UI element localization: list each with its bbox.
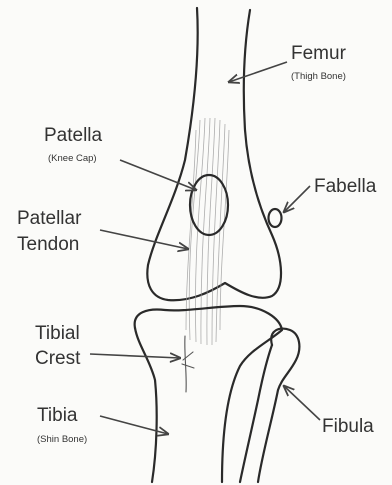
label-tibia-sub: (Shin Bone): [37, 434, 87, 445]
label-tibia: Tibia: [37, 405, 78, 426]
label-femur: Femur: [291, 43, 347, 64]
label-patella: Patella: [44, 125, 103, 146]
arrow-tibia: [100, 416, 168, 434]
label-femur-sub: (Thigh Bone): [291, 71, 346, 82]
arrow-tibial-crest: [90, 354, 180, 358]
arrow-fibula: [284, 386, 320, 420]
femur-bone: [147, 8, 281, 300]
fibula-bone: [240, 329, 299, 482]
arrow-patellar-tendon: [100, 230, 188, 249]
arrow-femur: [229, 62, 287, 82]
label-tibial-line1: Tibial: [35, 323, 80, 344]
patellar-tendon: [186, 118, 229, 345]
patella-bone: [190, 175, 228, 235]
label-tendon-line2: Tendon: [17, 234, 79, 255]
label-fabella: Fabella: [314, 176, 377, 197]
label-patellar-line1: Patellar: [17, 208, 82, 229]
label-crest-line2: Crest: [35, 348, 81, 369]
label-fibula: Fibula: [322, 416, 374, 437]
arrow-fabella: [284, 186, 310, 212]
fabella-bone: [269, 209, 282, 227]
label-patella-sub: (Knee Cap): [48, 153, 97, 164]
